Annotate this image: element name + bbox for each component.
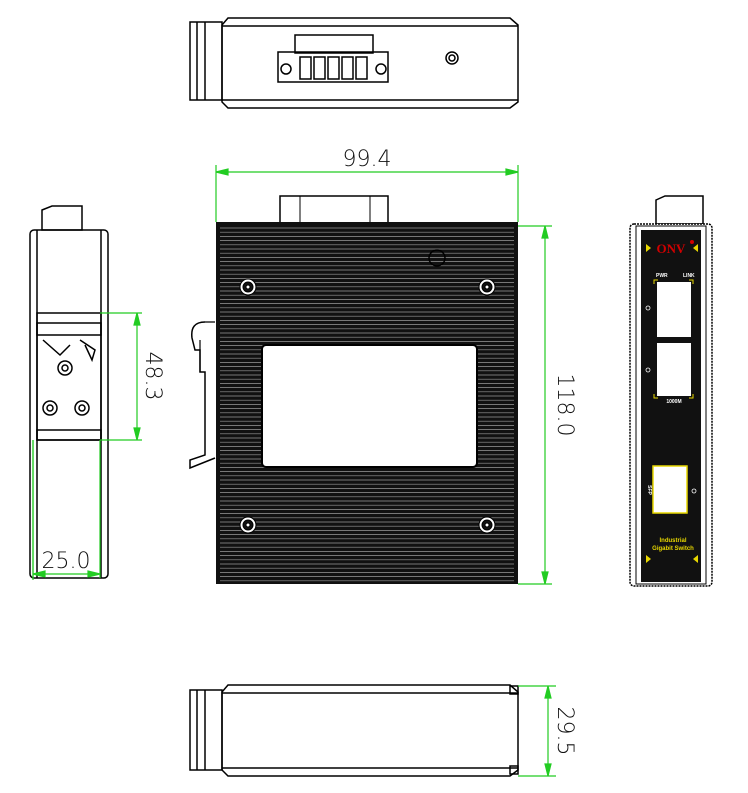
screw-icon bbox=[484, 284, 490, 290]
product-line-1: Industrial bbox=[659, 538, 686, 544]
sfp-port bbox=[652, 465, 688, 514]
dimension-width bbox=[215, 165, 519, 222]
dimension-depth-label: 25.0 bbox=[42, 549, 91, 574]
link-label: LINK bbox=[683, 273, 695, 279]
label-window bbox=[261, 344, 478, 468]
bottom-view bbox=[189, 684, 519, 777]
rj45-port-2 bbox=[657, 343, 691, 396]
din-clip bbox=[189, 321, 216, 470]
pwr-label: PWR bbox=[656, 273, 668, 279]
dimension-thickness-label: 29.5 bbox=[552, 707, 577, 756]
mounting-screws bbox=[239, 278, 496, 534]
dimension-thickness bbox=[518, 685, 556, 777]
ground-screw bbox=[428, 249, 446, 267]
top-view bbox=[189, 17, 519, 109]
brand-logo: ONV bbox=[657, 241, 687, 256]
rj45-port-1 bbox=[657, 282, 691, 337]
dimension-din bbox=[32, 312, 142, 580]
speed-label: 1000M bbox=[666, 399, 681, 405]
dimension-width-label: 99.4 bbox=[343, 147, 392, 172]
side-view bbox=[29, 205, 109, 579]
screw-icon bbox=[484, 522, 490, 528]
screw-icon bbox=[245, 522, 251, 528]
sfp-label: SFP bbox=[646, 485, 652, 495]
screw-icon bbox=[245, 284, 251, 290]
product-line-2: Gigabit Switch bbox=[652, 546, 694, 552]
dimension-din-label: 48.3 bbox=[140, 352, 165, 401]
front-panel: ONV PWR LINK 1000M SFP Industrial Gigabi… bbox=[629, 195, 713, 587]
main-view bbox=[189, 195, 518, 584]
dimension-height bbox=[518, 225, 552, 585]
dimension-height-label: 118.0 bbox=[552, 374, 577, 437]
